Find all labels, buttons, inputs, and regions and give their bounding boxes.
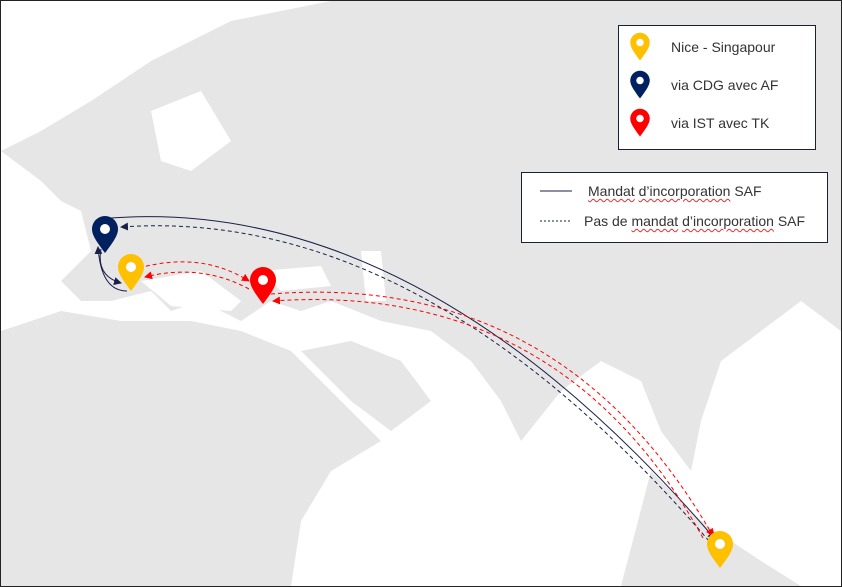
inland-seas (141, 91, 386, 311)
routes (94, 216, 716, 542)
yellow-pin-icon (630, 32, 650, 61)
legend-label: Nice - Singapour (671, 39, 776, 55)
route-sin-ist (272, 296, 704, 539)
legend-item-solid: Mandat d’incorporation SAF (540, 183, 762, 199)
legend-label: via IST avec TK (671, 115, 770, 131)
red-pin-icon (630, 108, 650, 137)
dashed-line-icon (540, 220, 572, 222)
legend-item-dashed: Pas de mandat d’incorporation SAF (540, 213, 805, 229)
route-sin-cdg-dashed (120, 222, 710, 542)
navy-pin-icon (630, 70, 650, 99)
route-nce-cdg (94, 246, 128, 292)
route-cdg-sin-solid (110, 216, 716, 540)
africa (1, 311, 381, 586)
pin-legend: Nice - Singapour via CDG avec AF via IST… (618, 25, 816, 150)
route-ist-sin (270, 291, 714, 537)
legend-item-nice: Nice - Singapour (627, 32, 775, 62)
southeast-asia (621, 471, 801, 586)
britain (61, 141, 86, 196)
route-nce-ist (138, 261, 250, 282)
legend-label-dashed: Pas de mandat d’incorporation SAF (584, 213, 806, 229)
arabia (301, 341, 431, 431)
legend-item-cdg: via CDG avec AF (627, 70, 778, 100)
legend-item-ist: via IST avec TK (627, 108, 769, 138)
solid-line-icon (540, 190, 572, 192)
legend-label-solid: Mandat d’incorporation SAF (588, 183, 762, 199)
line-legend: Mandat d’incorporation SAF Pas de mandat… (521, 172, 828, 243)
route-ist-nce (144, 271, 250, 290)
legend-label: via CDG avec AF (671, 77, 779, 93)
